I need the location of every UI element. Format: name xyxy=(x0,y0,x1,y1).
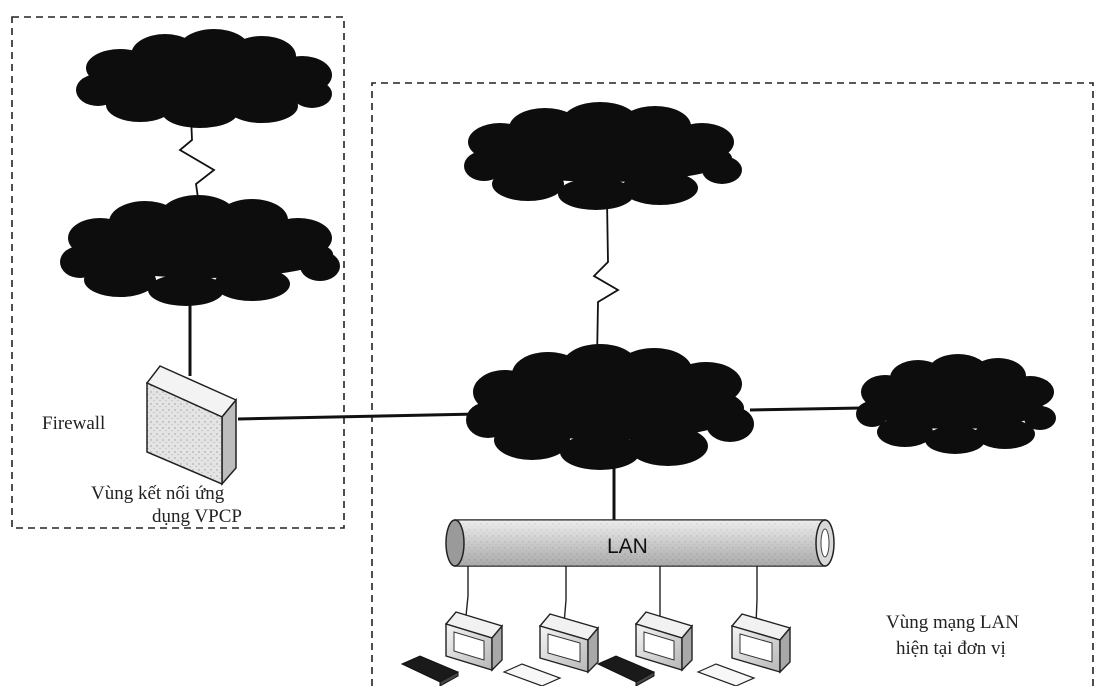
vpcp-zone-boundary xyxy=(11,16,345,529)
lightning-link-center xyxy=(592,199,620,361)
workstation-1 xyxy=(400,611,504,686)
lan-bus-label: LAN xyxy=(607,535,648,558)
lan-zone-label-line1: Vùng mạng LAN xyxy=(886,612,1019,633)
vpcp-zone-label-line1: Vùng kết nối ứng xyxy=(91,483,225,504)
lan-drop-lines xyxy=(465,566,758,625)
firewall-label: Firewall xyxy=(42,413,105,434)
lan-zone-boundary xyxy=(371,82,1094,686)
cloud-top-left xyxy=(76,29,332,128)
workstation-2 xyxy=(502,613,600,686)
cloud-top-center xyxy=(464,102,742,210)
workstation-3-monitor xyxy=(634,611,694,672)
link-firewall-core xyxy=(237,412,479,421)
workstation-2-keyboard xyxy=(502,663,562,686)
workstation-4-monitor xyxy=(730,613,792,674)
workstation-1-monitor xyxy=(444,611,504,672)
workstation-4 xyxy=(696,613,792,686)
workstation-1-keyboard xyxy=(400,655,460,686)
lan-bus xyxy=(445,519,835,567)
cloud-middle-left xyxy=(60,195,340,306)
workstation-3 xyxy=(596,611,694,686)
cloud-right xyxy=(856,354,1056,454)
lan-zone-label-line2: hiện tại đơn vị xyxy=(896,638,1006,659)
link-core-right-cloud xyxy=(749,406,863,412)
cloud-core xyxy=(466,344,754,470)
vpcp-zone-label-line2: dụng VPCP xyxy=(152,506,242,527)
workstation-2-monitor xyxy=(538,613,600,674)
firewall-device xyxy=(145,365,238,486)
workstation-4-keyboard xyxy=(696,663,756,686)
lightning-link-left xyxy=(178,115,216,213)
workstation-3-keyboard xyxy=(596,655,656,686)
